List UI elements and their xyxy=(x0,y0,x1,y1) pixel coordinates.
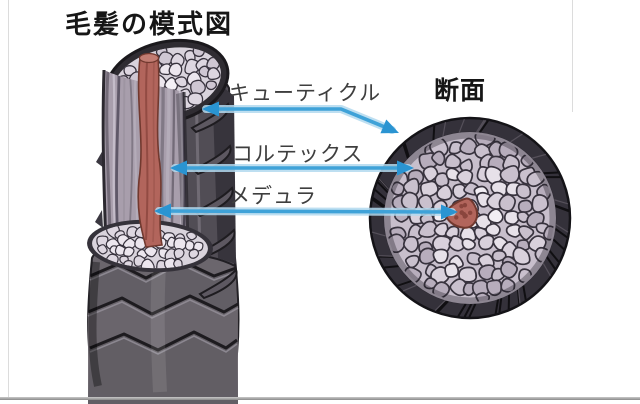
cross-section-circle xyxy=(370,118,570,318)
bottom-border-line xyxy=(0,397,640,400)
medulla-column xyxy=(138,54,162,248)
label-cortex: コルテックス xyxy=(232,138,363,168)
hair-shaft-3d xyxy=(86,28,239,404)
cross-section-heading: 断面 xyxy=(434,71,486,107)
label-medulla: メデュラ xyxy=(229,180,317,210)
label-cuticle: キューティクル xyxy=(229,77,381,107)
diagram-title: 毛髪の模式図 xyxy=(65,4,233,41)
